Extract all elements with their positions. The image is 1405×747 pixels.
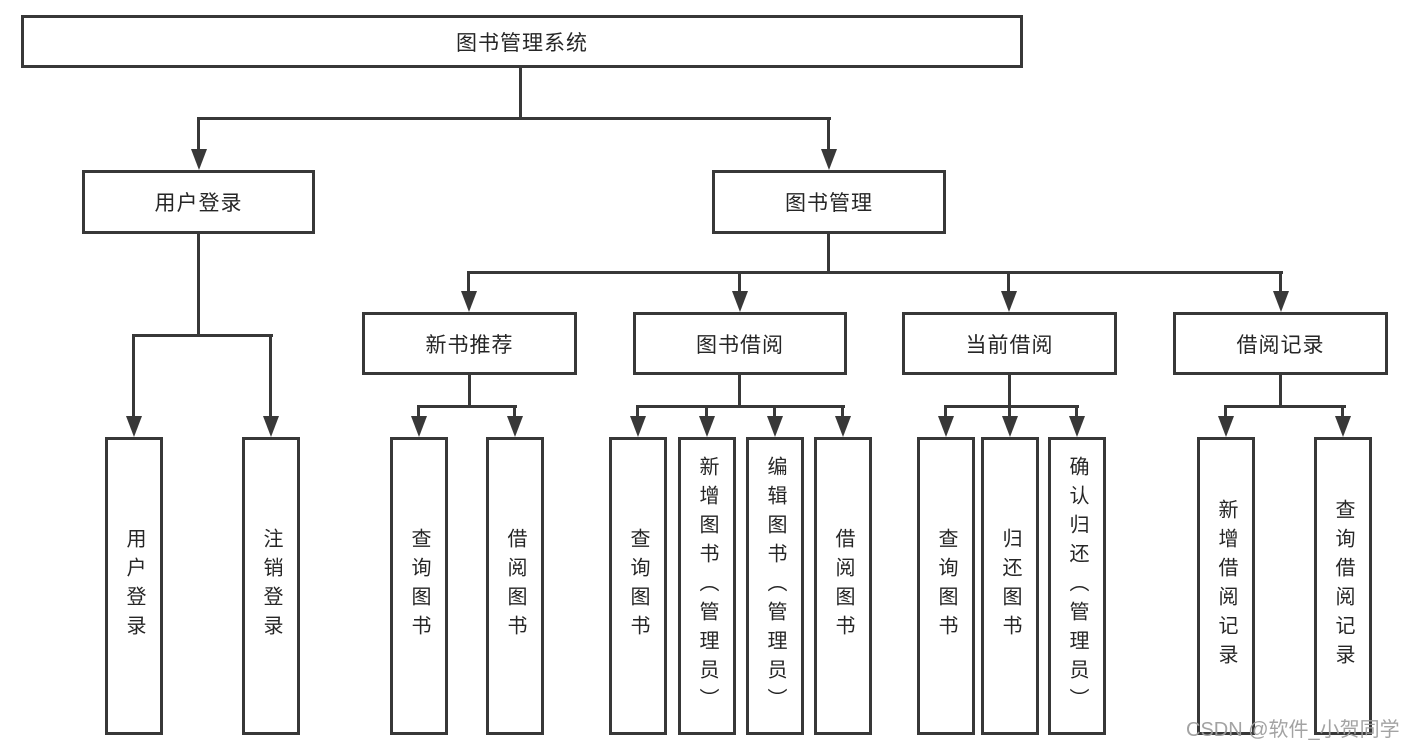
- node-root-system: 图书管理系统: [21, 15, 1023, 68]
- leaf-label: 归还图书: [999, 528, 1021, 644]
- node-label: 图书借阅: [696, 333, 784, 357]
- leaf-label: 查询图书: [935, 528, 957, 644]
- leaf-label: 用户登录: [123, 528, 145, 644]
- connector-current-bar: [944, 405, 1079, 408]
- connector-current-stem: [1008, 375, 1011, 408]
- arrow-down-icon: [732, 291, 748, 312]
- connector-recommend-bar: [417, 405, 517, 408]
- connector-root-bar: [197, 117, 831, 120]
- arrow-down-icon: [821, 149, 837, 170]
- connector-drop: [944, 405, 947, 418]
- node-borrowing-records: 借阅记录: [1173, 312, 1388, 375]
- connector-drop: [1008, 405, 1011, 418]
- leaf-logout: 注销登录: [242, 437, 300, 735]
- leaf-label: 借阅图书: [832, 528, 854, 644]
- arrow-down-icon: [1335, 416, 1351, 437]
- leaf-confirm-return-admin: 确认归还（管理员）: [1048, 437, 1106, 735]
- arrow-down-icon: [263, 416, 279, 437]
- leaf-add-book-admin: 新增图书（管理员）: [678, 437, 736, 735]
- leaf-borrow-books-borrowing: 借阅图书: [814, 437, 872, 735]
- leaf-label: 查询图书: [408, 528, 430, 644]
- arrow-down-icon: [191, 149, 207, 170]
- node-label: 新书推荐: [425, 333, 514, 357]
- connector-drop: [132, 334, 135, 418]
- node-current-borrowing: 当前借阅: [902, 312, 1117, 375]
- connector-book-mgmt-stem: [827, 233, 830, 274]
- connector-book-mgmt-bar: [467, 271, 1283, 274]
- leaf-label: 确认归还（管理员）: [1066, 455, 1088, 717]
- leaf-edit-book-admin: 编辑图书（管理员）: [746, 437, 804, 735]
- node-label: 借阅记录: [1236, 333, 1325, 357]
- connector-root-stem: [519, 68, 522, 120]
- connector-drop: [636, 405, 639, 418]
- arrow-down-icon: [1273, 291, 1289, 312]
- connector-drop: [1007, 271, 1010, 293]
- node-label: 用户登录: [154, 192, 243, 215]
- node-user-login: 用户登录: [82, 170, 315, 234]
- connector-user-login-drop: [197, 117, 200, 150]
- node-book-management: 图书管理: [712, 170, 946, 234]
- arrow-down-icon: [1218, 416, 1234, 437]
- arrow-down-icon: [938, 416, 954, 437]
- connector-drop: [467, 271, 470, 293]
- connector-user-login-stem: [197, 233, 200, 337]
- connector-drop: [1075, 405, 1078, 418]
- connector-drop: [1279, 271, 1282, 293]
- leaf-label: 编辑图书（管理员）: [764, 455, 786, 717]
- node-label: 图书管理: [785, 192, 873, 215]
- leaf-label: 查询图书: [627, 528, 649, 644]
- connector-drop: [1341, 405, 1344, 418]
- arrow-down-icon: [411, 416, 427, 437]
- arrow-down-icon: [630, 416, 646, 437]
- node-book-borrowing: 图书借阅: [633, 312, 847, 375]
- connector-drop: [738, 271, 741, 293]
- connector-records-stem: [1279, 375, 1282, 408]
- connector-records-bar: [1224, 405, 1346, 408]
- leaf-return-books: 归还图书: [981, 437, 1039, 735]
- node-label: 图书管理系统: [456, 31, 588, 55]
- connector-drop: [1224, 405, 1227, 418]
- connector-borrowing-stem: [738, 375, 741, 408]
- csdn-watermark: CSDN @软件_小贺同学: [1186, 719, 1400, 741]
- leaf-label: 查询借阅记录: [1332, 499, 1354, 673]
- arrow-down-icon: [461, 291, 477, 312]
- connector-borrowing-bar: [636, 405, 845, 408]
- connector-user-login-bar: [132, 334, 273, 337]
- arrow-down-icon: [1001, 291, 1017, 312]
- connector-book-mgmt-drop: [827, 117, 830, 150]
- connector-recommend-stem: [468, 375, 471, 408]
- arrow-down-icon: [699, 416, 715, 437]
- leaf-borrow-books-recommend: 借阅图书: [486, 437, 544, 735]
- connector-drop: [417, 405, 420, 418]
- connector-drop: [841, 405, 844, 418]
- arrow-down-icon: [126, 416, 142, 437]
- connector-drop: [269, 334, 272, 418]
- connector-drop: [773, 405, 776, 418]
- connector-drop: [705, 405, 708, 418]
- leaf-query-books-current: 查询图书: [917, 437, 975, 735]
- arrow-down-icon: [1069, 416, 1085, 437]
- leaf-query-books-recommend: 查询图书: [390, 437, 448, 735]
- node-new-book-recommend: 新书推荐: [362, 312, 577, 375]
- leaf-query-borrow-record: 查询借阅记录: [1314, 437, 1372, 735]
- arrow-down-icon: [767, 416, 783, 437]
- node-label: 当前借阅: [965, 333, 1054, 357]
- leaf-label: 新增借阅记录: [1215, 499, 1237, 673]
- arrow-down-icon: [835, 416, 851, 437]
- leaf-label: 新增图书（管理员）: [696, 455, 718, 717]
- leaf-label: 注销登录: [260, 528, 282, 644]
- leaf-label: 借阅图书: [504, 528, 526, 644]
- arrow-down-icon: [507, 416, 523, 437]
- leaf-user-login: 用户登录: [105, 437, 163, 735]
- connector-drop: [513, 405, 516, 418]
- leaf-add-borrow-record: 新增借阅记录: [1197, 437, 1255, 735]
- leaf-query-books-borrowing: 查询图书: [609, 437, 667, 735]
- arrow-down-icon: [1002, 416, 1018, 437]
